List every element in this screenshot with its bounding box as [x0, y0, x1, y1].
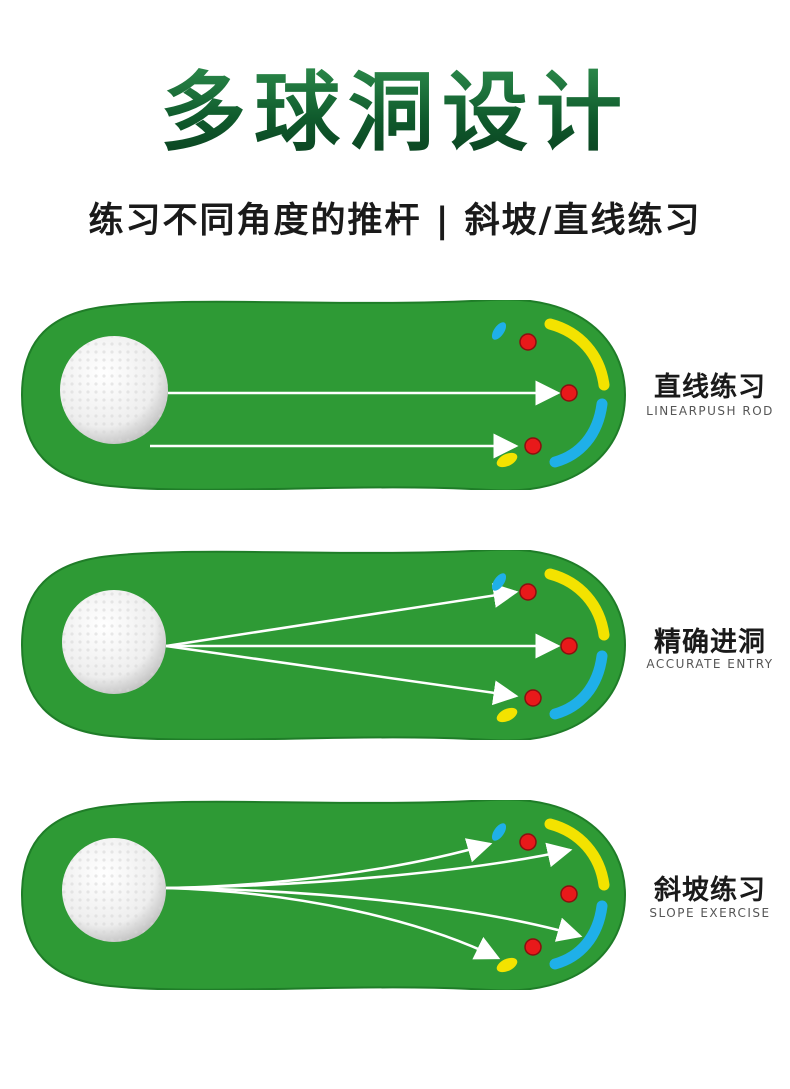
hole-icon [560, 637, 578, 655]
arrow-icon [165, 886, 501, 960]
yellow-bumper [544, 318, 610, 391]
arrow-icon [165, 644, 519, 706]
hole-icon [524, 689, 542, 707]
yellow-bumper-small [496, 957, 518, 973]
blue-bumper [549, 398, 608, 468]
hole-icon [519, 333, 537, 351]
panel-label-cn: 精确进洞 [654, 627, 766, 658]
blue-bumper-small [491, 322, 507, 340]
putting-mat-illustration [20, 550, 627, 740]
putting-mat-illustration [20, 300, 627, 490]
panel-label-cn: 直线练习 [654, 372, 766, 403]
page-subtitle: 练习不同角度的推杆 | 斜坡/直线练习 [88, 201, 702, 241]
putting-mat-straight [20, 300, 630, 490]
panel-label-en: LINEARPUSH ROD [646, 404, 774, 418]
arrow-icon [165, 842, 573, 890]
hole-icon [560, 384, 578, 402]
page-title: 多球洞设计 [0, 58, 790, 168]
blue-bumper [549, 650, 608, 720]
mat-turf [20, 300, 627, 490]
panel-label-en: SLOPE EXERCISE [649, 906, 771, 920]
blue-bumper-small [491, 573, 507, 591]
hole-icon [560, 885, 578, 903]
yellow-bumper-small [496, 707, 518, 723]
putting-mat-slope [20, 800, 630, 990]
blue-bumper-small [491, 823, 507, 841]
hole-icon [519, 833, 537, 851]
blue-bumper [549, 900, 608, 970]
yellow-bumper-small [496, 452, 518, 468]
hole-icon [524, 938, 542, 956]
yellow-bumper [544, 568, 610, 641]
panel-label-cn: 斜坡练习 [654, 875, 766, 906]
arrow-icon [165, 886, 583, 942]
putting-mat-illustration [20, 800, 627, 990]
yellow-bumper [544, 818, 610, 891]
arrow-icon [165, 583, 519, 648]
panel-label-en: ACCURATE ENTRY [646, 657, 774, 671]
putting-mat-accurate [20, 550, 630, 740]
hole-icon [524, 437, 542, 455]
hole-icon [519, 583, 537, 601]
